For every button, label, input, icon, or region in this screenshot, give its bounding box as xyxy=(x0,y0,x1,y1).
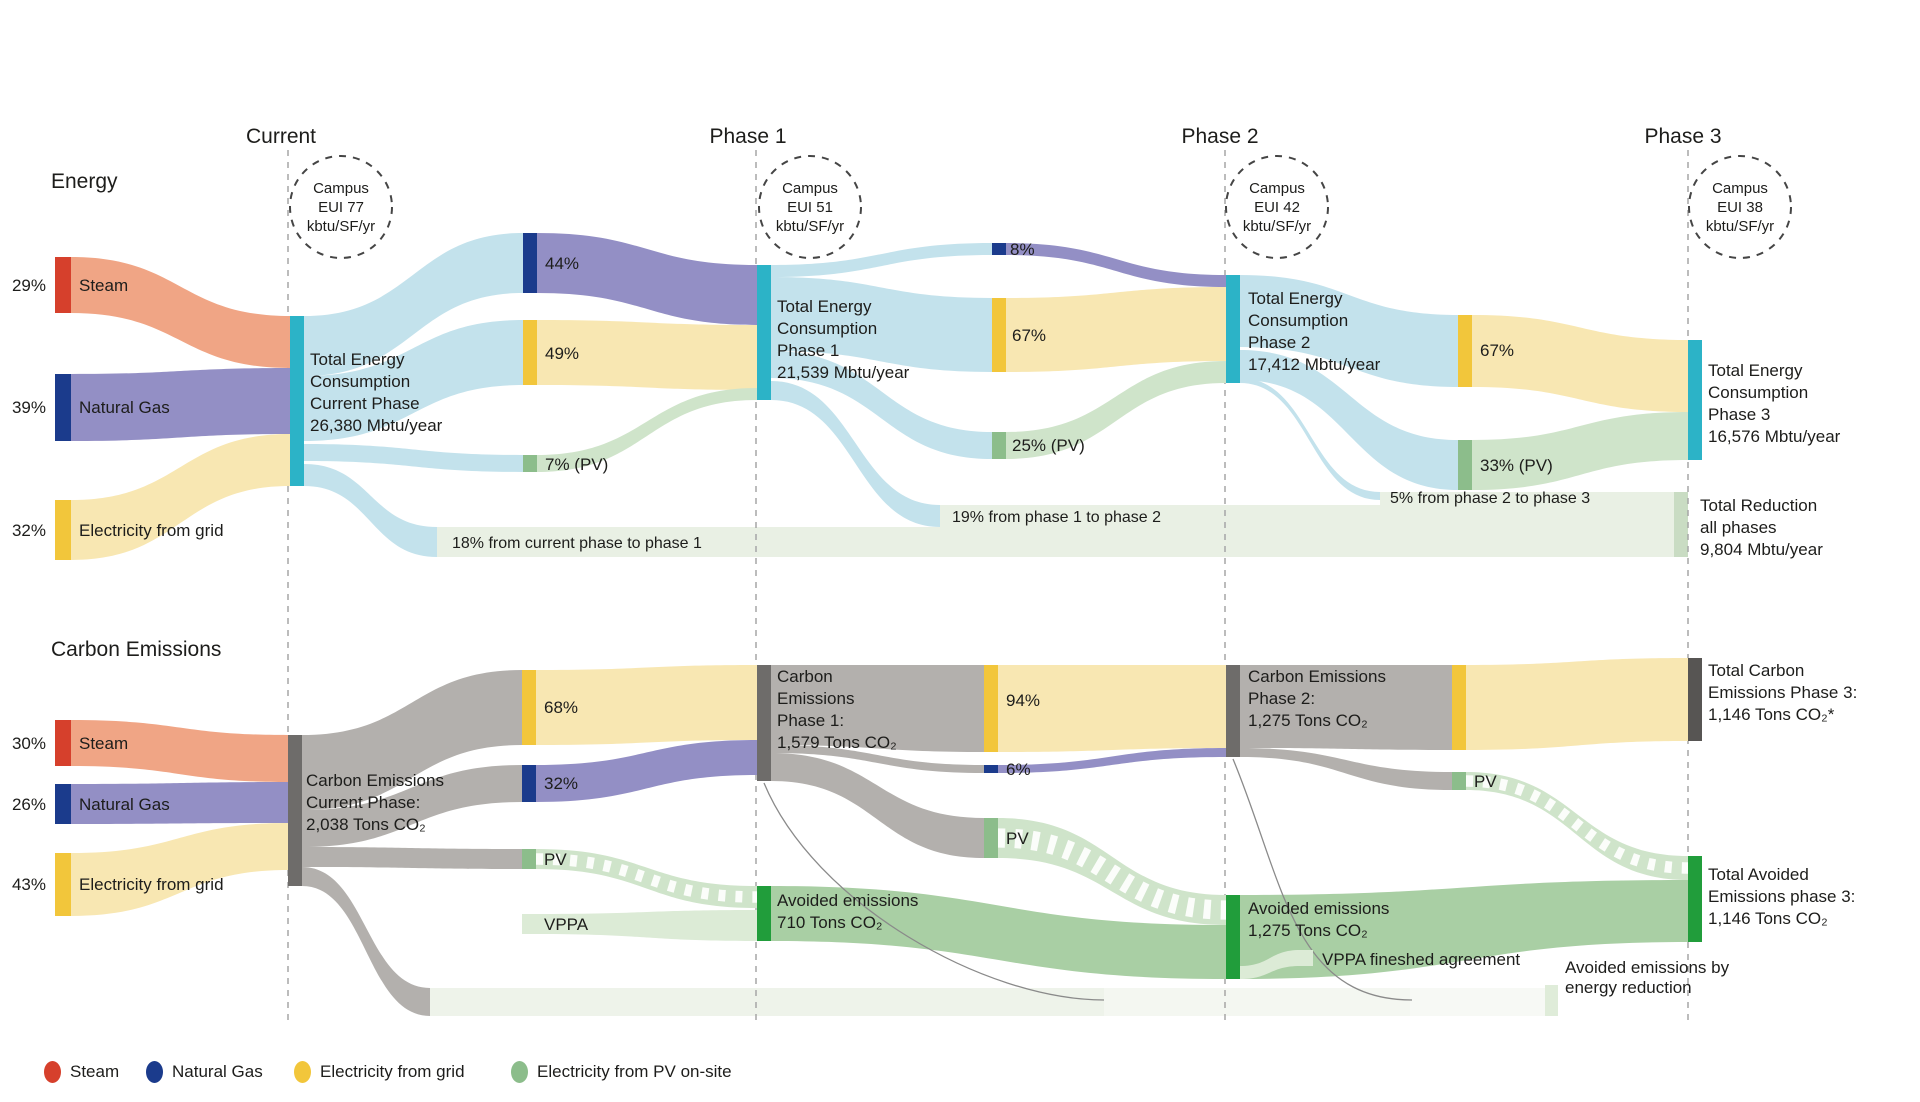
energy-section-title: Energy xyxy=(51,170,118,193)
vppa-note: VPPA fineshed agreement xyxy=(1322,950,1521,969)
carbon-mid1-32: 32% xyxy=(544,774,579,793)
energy-mid2-67: 67% xyxy=(1012,326,1047,345)
total-avoided-label: Total Avoided Emissions phase 3: 1,146 T… xyxy=(1708,865,1856,928)
carbon-node-current-label: Carbon Emissions Current Phase: 2,038 To… xyxy=(306,771,444,834)
energy-mid2-25pv: 25% (PV) xyxy=(1012,436,1085,455)
total-carbon-label: Total Carbon Emissions Phase 3: 1,146 To… xyxy=(1708,661,1858,724)
carbon-mid3-pv: PV xyxy=(1474,772,1497,791)
eui-circle-phase3: Campus EUI 38 kbtu/SF/yr xyxy=(1705,180,1775,235)
energy-node-p2-label: Total Energy Consumption Phase 2 17,412 … xyxy=(1248,289,1381,374)
steam-legend-dot-icon xyxy=(44,1061,61,1083)
carbon-mid1-68: 68% xyxy=(544,698,579,717)
energy-mid1-7pv: 7% (PV) xyxy=(545,455,609,474)
eui-circle-current: Campus EUI 77 kbtu/SF/yr xyxy=(306,180,376,235)
carbon-mid2-pv: PV xyxy=(1006,829,1029,848)
phase-header-3: Phase 3 xyxy=(1644,125,1722,148)
carbon-mid2-94: 94% xyxy=(1006,691,1041,710)
energy-pct-gas: 39% xyxy=(11,398,46,417)
carbon-mid1-vppa: VPPA xyxy=(544,915,589,934)
energy-mid1-44: 44% xyxy=(545,254,580,273)
energy-source-steam: Steam xyxy=(79,276,129,295)
legend-label-steam: Steam xyxy=(70,1062,120,1081)
legend-item-grid: Electricity from grid xyxy=(294,1060,465,1084)
carbon-source-steam: Steam xyxy=(79,734,129,753)
carbon-mid1-pv: PV xyxy=(544,850,567,869)
gas-legend-dot-icon xyxy=(146,1061,163,1083)
carbon-pct-grid: 43% xyxy=(11,875,46,894)
energy-source-grid: Electricity from grid xyxy=(79,521,224,540)
energy-mid3-67: 67% xyxy=(1480,341,1515,360)
eui-circle-phase1: Campus EUI 51 kbtu/SF/yr xyxy=(775,180,845,235)
legend-label-pv: Electricity from PV on-site xyxy=(537,1062,732,1081)
reduction-label-18: 18% from current phase to phase 1 xyxy=(452,535,702,552)
carbon-section-title: Carbon Emissions xyxy=(51,638,222,661)
pv-legend-dot-icon xyxy=(511,1061,528,1083)
total-reduction-label: Total Reduction all phases 9,804 Mbtu/ye… xyxy=(1700,496,1823,559)
carbon-node-p2-label: Carbon Emissions Phase 2: 1,275 Tons CO₂ xyxy=(1248,667,1386,730)
legend-label-gas: Natural Gas xyxy=(172,1062,263,1081)
legend-item-pv: Electricity from PV on-site xyxy=(511,1060,732,1084)
phase-header-2: Phase 2 xyxy=(1181,125,1259,148)
avoided-p1-label: Avoided emissions 710 Tons CO₂ xyxy=(777,891,919,932)
energy-mid2-8: 8% xyxy=(1010,240,1035,259)
avoided-p2-label: Avoided emissions 1,275 Tons CO₂ xyxy=(1248,899,1390,940)
energy-pct-steam: 29% xyxy=(11,276,46,295)
energy-node-p3-label: Total Energy Consumption Phase 3 16,576 … xyxy=(1708,361,1841,446)
energy-mid3-33pv: 33% (PV) xyxy=(1480,456,1553,475)
phase-header-1: Phase 1 xyxy=(709,125,787,148)
energy-source-gas: Natural Gas xyxy=(79,398,170,417)
grid-legend-dot-icon xyxy=(294,1061,311,1083)
energy-mid1-49: 49% xyxy=(545,344,580,363)
carbon-source-grid: Electricity from grid xyxy=(79,875,224,894)
carbon-node-p1-label: Carbon Emissions Phase 1: 1,579 Tons CO₂ xyxy=(777,667,897,752)
phase-header-current: Current xyxy=(245,125,317,148)
carbon-mid2-6: 6% xyxy=(1006,760,1031,779)
energy-node-current-label: Total Energy Consumption Current Phase 2… xyxy=(310,350,443,435)
avoided-by-reduction-note: Avoided emissions by energy reduction xyxy=(1565,958,1730,997)
legend-item-steam: Steam xyxy=(44,1060,119,1084)
reduction-label-19: 19% from phase 1 to phase 2 xyxy=(952,509,1162,526)
carbon-pct-steam: 30% xyxy=(11,734,46,753)
reduction-label-5: 5% from phase 2 to phase 3 xyxy=(1390,490,1591,507)
legend-item-gas: Natural Gas xyxy=(146,1060,263,1084)
carbon-pct-gas: 26% xyxy=(11,795,46,814)
carbon-source-gas: Natural Gas xyxy=(79,795,170,814)
legend-label-grid: Electricity from grid xyxy=(320,1062,465,1081)
eui-circle-phase2: Campus EUI 42 kbtu/SF/yr xyxy=(1242,180,1312,235)
energy-pct-grid: 32% xyxy=(11,521,46,540)
energy-node-p1-label: Total Energy Consumption Phase 1 21,539 … xyxy=(777,297,910,382)
